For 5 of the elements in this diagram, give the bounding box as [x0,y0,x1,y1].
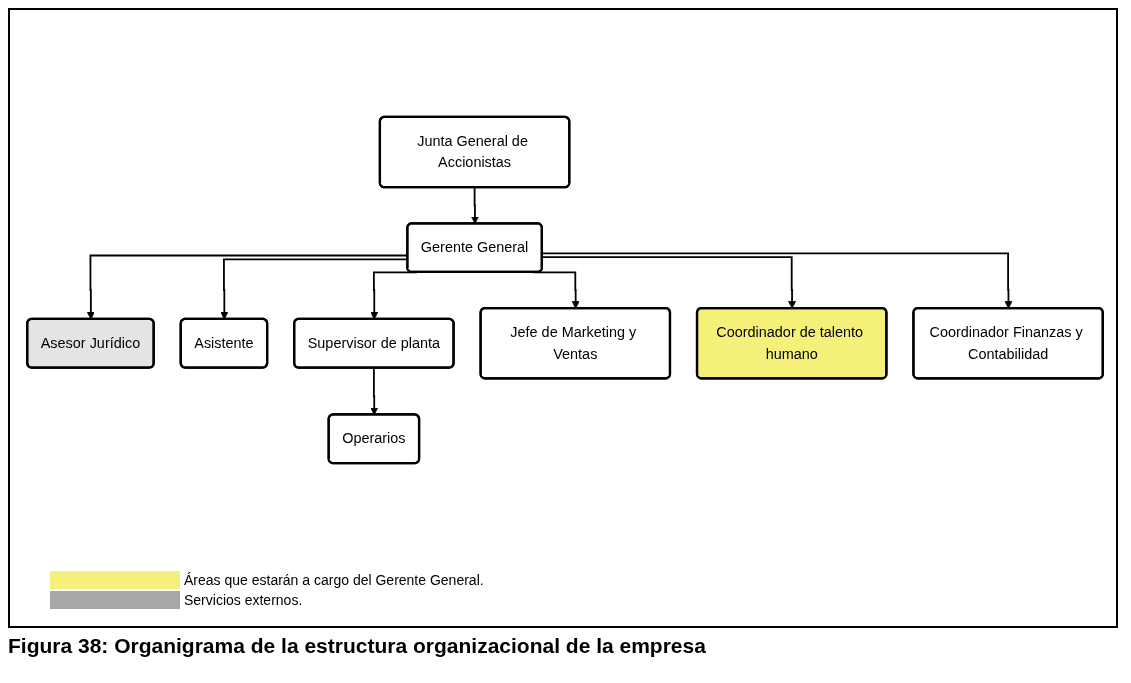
legend-text: Áreas que estarán a cargo del Gerente General. [184,572,484,588]
figure-caption: Figura 38: Organigrama de la estructura organizacional de la empresa [8,634,706,658]
legend-text: Servicios externos. [184,592,303,608]
arrow [541,256,797,309]
arrow [541,252,1013,309]
